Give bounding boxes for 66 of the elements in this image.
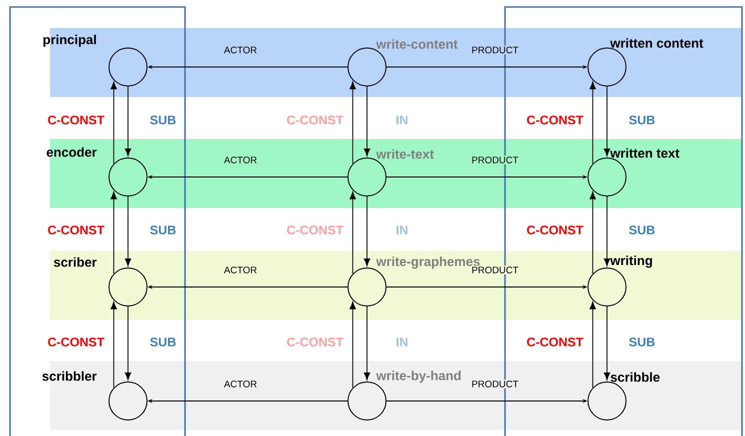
arrow xyxy=(124,86,132,156)
arrow xyxy=(590,82,596,164)
node-label: scriber xyxy=(54,257,97,267)
node-label: principal xyxy=(43,34,96,47)
edge-label: SUB xyxy=(148,224,178,236)
edge-label: SUB xyxy=(628,114,656,126)
edge-label: SUB xyxy=(628,224,656,236)
arrow xyxy=(604,86,610,156)
edge-label: ACTOR xyxy=(222,266,258,274)
node-label: encoder xyxy=(46,147,97,157)
edge-label: PRODUCT xyxy=(470,380,520,388)
edge-label: PRODUCT xyxy=(470,46,520,54)
edge-label: SUB xyxy=(628,336,656,348)
edge-label: PRODUCT xyxy=(470,266,520,274)
circle-node: scriber xyxy=(54,257,148,306)
circle-node: written text xyxy=(588,148,680,196)
edge-label: C-CONST xyxy=(526,114,584,126)
arrow xyxy=(124,306,132,380)
edge-label: C-CONST xyxy=(526,336,584,348)
arrow xyxy=(590,192,596,274)
circle-node: scribble xyxy=(588,372,660,420)
circle-node: written content xyxy=(588,38,704,86)
circle-node: write-by-hand xyxy=(348,370,461,420)
edge-label: ACTOR xyxy=(222,156,258,164)
arrow xyxy=(124,196,132,266)
node-label: writing xyxy=(610,256,652,268)
edge-label: C-CONST xyxy=(46,336,106,348)
node-label: written content xyxy=(610,38,704,48)
edge-label: C-CONST xyxy=(46,114,106,126)
node-label: write-content xyxy=(376,39,458,49)
edge-label: IN xyxy=(394,336,410,348)
circle-node: write-text xyxy=(348,149,434,196)
edge-label: SUB xyxy=(148,336,178,348)
arrow xyxy=(110,302,117,388)
edge-label: C-CONST xyxy=(526,224,584,236)
arrow xyxy=(110,192,117,274)
arrow xyxy=(364,306,370,380)
arrow xyxy=(110,82,117,164)
arrow xyxy=(350,192,356,274)
node-label: written text xyxy=(610,148,680,158)
node-label: write-text xyxy=(376,149,434,159)
circle-node: encoder xyxy=(46,147,148,196)
edge-label: C-CONST xyxy=(286,336,344,348)
arrow xyxy=(350,82,356,164)
node-label: scribble xyxy=(610,372,660,382)
arrow xyxy=(604,306,610,380)
circle-node: principal xyxy=(44,34,148,86)
edge-label: ACTOR xyxy=(222,46,258,54)
arrow xyxy=(604,196,610,266)
circle-node: scribbler xyxy=(42,371,148,420)
edge-label: C-CONST xyxy=(286,114,344,126)
edge-label: PRODUCT xyxy=(470,156,520,164)
circle-node: write-content xyxy=(348,39,458,86)
circle-node: writing xyxy=(588,256,652,306)
edge-label: C-CONST xyxy=(46,224,106,236)
node-label: scribbler xyxy=(42,371,97,381)
node-label: write-by-hand xyxy=(376,370,461,383)
edge-label: IN xyxy=(394,224,410,236)
edge-label: ACTOR xyxy=(222,380,258,388)
arrow xyxy=(364,196,370,266)
arrow xyxy=(364,86,370,156)
edge-label: SUB xyxy=(148,114,178,126)
edge-label: C-CONST xyxy=(286,224,344,236)
arrow xyxy=(350,302,356,388)
arrow xyxy=(590,302,596,388)
edge-label: IN xyxy=(394,114,410,126)
